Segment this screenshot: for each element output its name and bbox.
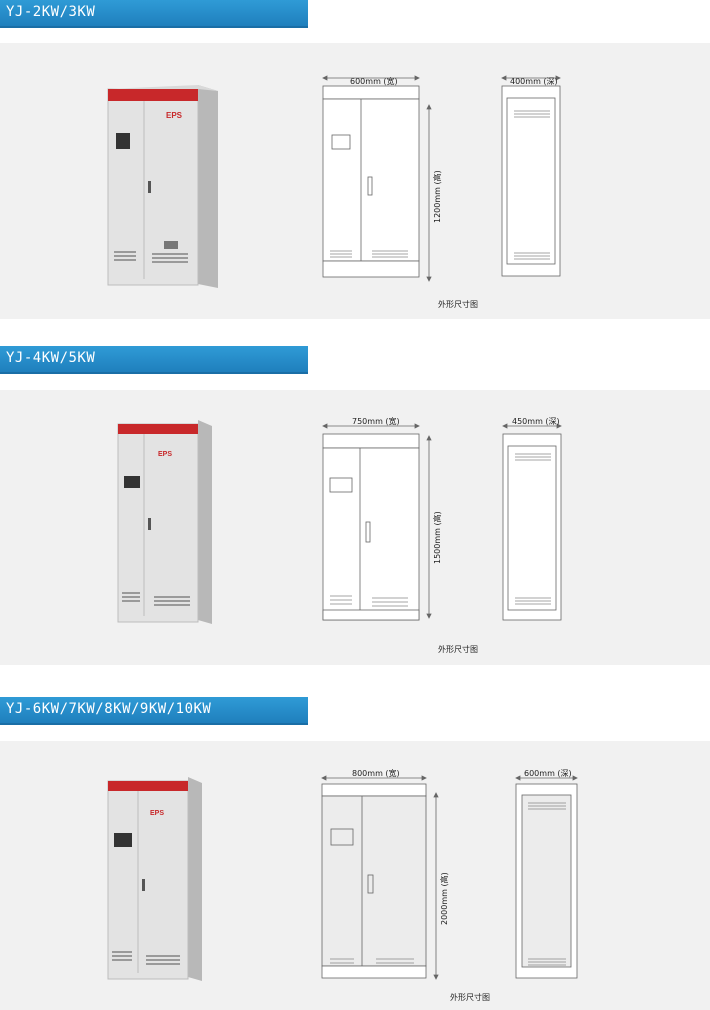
- eps-badge: EPS: [150, 810, 164, 817]
- eps-badge: EPS: [166, 111, 183, 120]
- model-title: YJ-2KW/3KW: [6, 4, 96, 20]
- section-header-1: YJ-2KW/3KW: [0, 0, 308, 28]
- section-panel-2: EPS: [0, 390, 710, 665]
- dimension-drawing: 800mm (宽) 600mm (深) 2000mm (高): [321, 768, 578, 980]
- width-label: 800mm (宽): [352, 768, 400, 778]
- height-label: 1200mm (高): [432, 170, 442, 223]
- figure-caption: 外形尺寸图: [438, 300, 478, 309]
- height-label: 1500mm (高): [432, 511, 442, 564]
- model-title: YJ-4KW/5KW: [6, 350, 96, 366]
- cabinet-photo: EPS: [117, 420, 212, 624]
- model-title: YJ-6KW/7KW/8KW/9KW/10KW: [6, 701, 212, 717]
- section-header-3: YJ-6KW/7KW/8KW/9KW/10KW: [0, 697, 308, 725]
- figure-caption: 外形尺寸图: [438, 645, 478, 654]
- section-panel-3: EPS: [0, 741, 710, 1010]
- width-label: 750mm (宽): [352, 416, 400, 426]
- height-label: 2000mm (高): [439, 872, 449, 925]
- section-panel-1: EPS: [0, 43, 710, 319]
- cabinet-photo: EPS: [107, 85, 218, 288]
- section-header-2: YJ-4KW/5KW: [0, 346, 308, 374]
- depth-label: 600mm (深): [524, 769, 572, 778]
- eps-badge: EPS: [158, 451, 172, 458]
- width-label: 600mm (宽): [350, 76, 398, 86]
- dimension-drawing: 600mm (宽) 400mm (深) 1200mm (高): [322, 75, 561, 282]
- cabinet-photo: EPS: [107, 777, 202, 981]
- figure-caption: 外形尺寸图: [450, 993, 490, 1002]
- depth-label: 400mm (深): [510, 77, 558, 86]
- depth-label: 450mm (深): [512, 417, 560, 426]
- dimension-drawing: 750mm (宽) 450mm (深) 1500mm (高): [322, 416, 562, 621]
